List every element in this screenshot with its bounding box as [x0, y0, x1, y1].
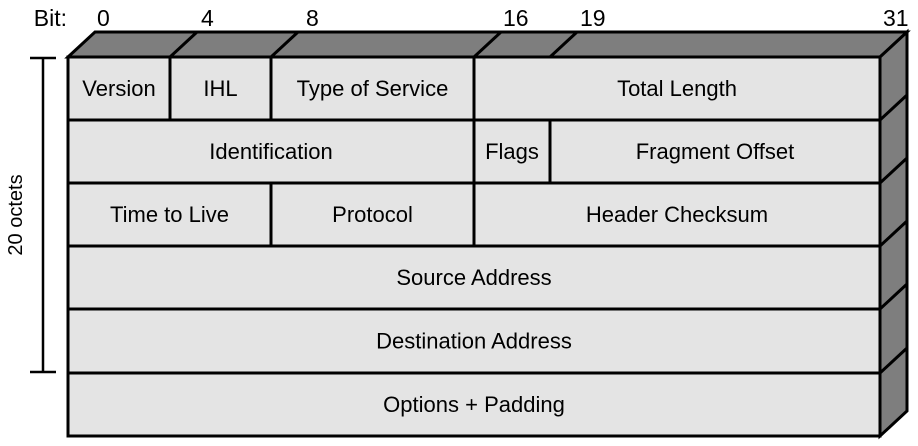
right-face-divider-row5 — [878, 346, 909, 375]
field-protocol-label: Protocol — [332, 202, 413, 227]
field-total-length-label: Total Length — [617, 76, 737, 101]
bit-tick-4: 4 — [201, 5, 214, 31]
field-destination-address-label: Destination Address — [376, 329, 572, 354]
field-header-checksum-label: Header Checksum — [586, 202, 768, 227]
octets-bracket-label: 20 octets — [5, 174, 27, 255]
top-face-divider-bit8 — [269, 30, 300, 59]
field-fragment-offset-label: Fragment Offset — [636, 139, 795, 164]
header-row-word3: Time to Live Protocol Header Checksum — [66, 181, 882, 248]
bit-tick-31: 31 — [883, 5, 909, 31]
right-face-divider-row2 — [878, 156, 909, 185]
header-row-word5: Destination Address — [66, 307, 882, 375]
field-time-to-live-label: Time to Live — [110, 202, 229, 227]
slab-top-face — [64, 30, 911, 59]
field-source-address-label: Source Address — [396, 265, 551, 290]
field-ihl-label: IHL — [203, 76, 237, 101]
right-face-divider-row4 — [878, 282, 909, 311]
octets-bracket: 20 octets — [5, 56, 56, 374]
top-face-divider-bit16 — [472, 30, 503, 59]
field-type-of-service-label: Type of Service — [297, 76, 449, 101]
bit-axis: Bit: 0 4 8 16 19 31 — [34, 5, 909, 31]
bit-tick-0: 0 — [97, 5, 110, 31]
field-options-padding-label: Options + Padding — [383, 392, 565, 417]
field-header-checksum — [472, 181, 882, 248]
bit-axis-prefix: Bit: — [34, 5, 67, 31]
bit-tick-8: 8 — [306, 5, 319, 31]
field-destination-address — [66, 307, 882, 375]
right-face-divider-row3 — [878, 219, 909, 248]
header-row-word1: Version IHL Type of Service Total Length — [66, 55, 882, 122]
bit-tick-19: 19 — [580, 5, 606, 31]
field-source-address — [66, 244, 882, 311]
right-face-divider-row1 — [878, 93, 909, 122]
field-identification-label: Identification — [209, 139, 333, 164]
slab-right-face — [878, 28, 909, 440]
field-identification — [66, 118, 476, 185]
field-type-of-service — [269, 55, 476, 122]
header-row-word6: Options + Padding — [66, 371, 882, 438]
top-face-divider-bit4 — [168, 30, 199, 59]
field-options-padding — [66, 371, 882, 438]
field-total-length — [472, 55, 882, 122]
field-flags-label: Flags — [485, 139, 539, 164]
bit-tick-16: 16 — [503, 5, 529, 31]
header-row-word2: Identification Flags Fragment Offset — [66, 118, 882, 185]
header-row-word4: Source Address — [66, 244, 882, 311]
field-version-label: Version — [82, 76, 155, 101]
top-face-divider-bit19 — [548, 30, 579, 59]
field-fragment-offset — [548, 118, 882, 185]
